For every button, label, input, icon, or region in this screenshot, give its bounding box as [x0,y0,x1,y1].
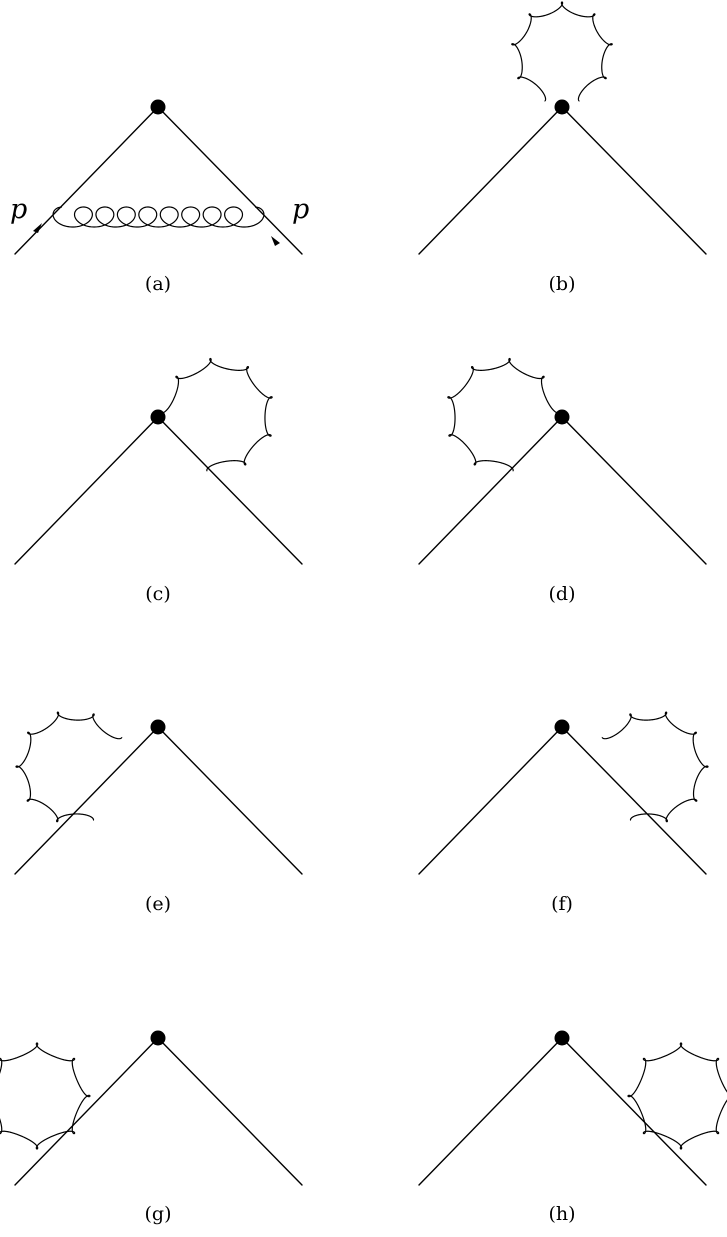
incoming-quark-line [418,1037,563,1186]
outgoing-quark-line [561,416,707,565]
gluon-loop [160,357,273,472]
panel-caption: (c) [145,583,170,605]
incoming-quark-line [418,106,563,255]
incoming-quark-line [418,416,563,565]
operator-vertex [554,1030,570,1046]
incoming-quark-line [14,1037,159,1186]
panel-d: (d) [418,357,707,605]
incoming-quark-line [418,726,563,875]
panel-e: (e) [14,711,303,915]
gluon-loop [511,1,613,102]
outgoing-quark-line [157,726,303,875]
operator-vertex [150,719,166,735]
panel-f: (f) [418,711,709,915]
fermion-arrow-in [33,223,42,233]
outgoing-quark-line [157,106,303,255]
operator-vertex [150,1030,166,1046]
outgoing-quark-line [157,1037,303,1186]
operator-vertex [554,409,570,425]
outgoing-quark-line [561,726,707,875]
panel-caption: (a) [145,273,171,295]
operator-vertex [150,409,166,425]
operator-vertex [554,719,570,735]
momentum-in-label: p [10,194,27,225]
panel-b: (b) [418,1,707,295]
panel-g: (g) [0,1030,303,1225]
fermion-arrow-out [271,236,280,246]
gluon-loop [627,1042,727,1150]
panel-a: p p (a) [10,99,309,295]
momentum-out-label: p [292,194,309,225]
panel-caption: (h) [548,1203,575,1225]
incoming-quark-line [14,726,159,875]
outgoing-quark-line [561,106,707,255]
panel-caption: (g) [145,1203,172,1225]
panel-caption: (e) [145,893,171,915]
incoming-quark-line [14,416,159,565]
outgoing-quark-line [561,1037,707,1186]
operator-vertex [554,99,570,115]
gluon-loop [0,1042,91,1150]
panel-caption: (b) [549,273,576,295]
gluon-loop [15,711,123,823]
outgoing-quark-line [157,416,303,565]
panel-caption: (d) [549,583,576,605]
gluon-exchange [52,206,265,228]
panel-h: (h) [418,1030,727,1225]
gluon-loop [447,357,560,472]
operator-vertex [150,99,166,115]
panel-c: (c) [14,357,303,605]
panel-caption: (f) [551,893,573,915]
gluon-loop [601,711,709,823]
